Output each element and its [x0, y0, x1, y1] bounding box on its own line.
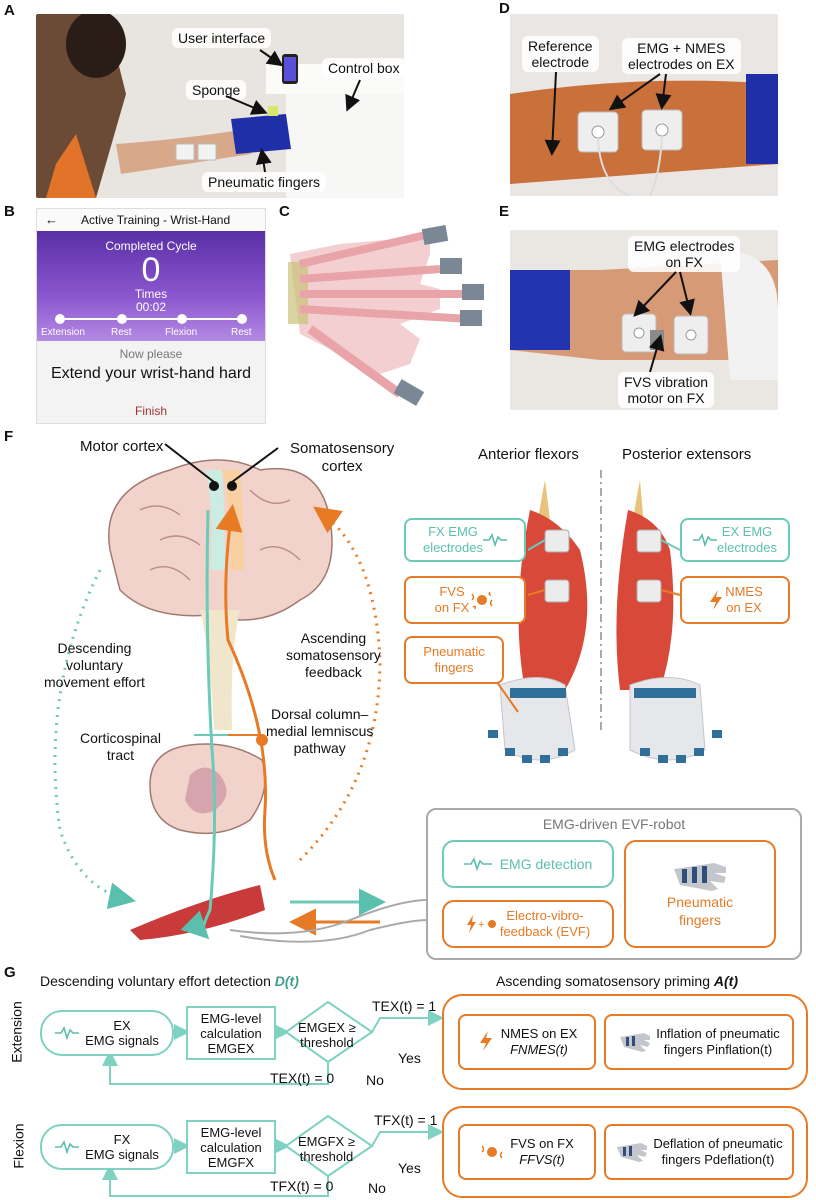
callout-control-box: Control box [322, 58, 406, 78]
panel-label-e: E [499, 203, 510, 220]
descending-detection-title: Descending voluntary effort detection D(… [40, 973, 299, 989]
ascending-feedback-label: Ascending somatosensory feedback [286, 630, 381, 680]
d-t-symbol: D(t) [274, 973, 299, 989]
panel-label-d: D [499, 0, 510, 17]
fx-no-label: No [368, 1180, 386, 1196]
t-ex-0-label: TEX(t) = 0 [270, 1070, 335, 1086]
emg-detection-box: EMG detection [442, 840, 614, 888]
step-label: Extension [41, 327, 85, 338]
step-label: Rest [231, 327, 252, 338]
callout-emg-electrodes-fx: EMG electrodes on FX [628, 236, 741, 272]
ascending-priming-title: Ascending somatosensory priming A(t) [496, 973, 738, 989]
completed-cycle-label: Completed Cycle [105, 239, 197, 253]
fx-emg-level-calc-box: EMG-level calculation EMGFX [186, 1120, 276, 1174]
fx-emg-electrodes-box: FX EMG electrodes [404, 518, 526, 562]
a-t-symbol: A(t) [713, 973, 738, 989]
panel-e-arrows [633, 271, 695, 373]
t-fx-1-label: TFX(t) = 1 [374, 1112, 438, 1128]
emg-wave-icon [463, 857, 492, 871]
svg-text:+: + [478, 919, 484, 931]
robot-title: EMG-driven EVF-robot [542, 816, 686, 832]
step-dot [55, 314, 65, 324]
callout-pneumatic-fingers: Pneumatic fingers [202, 172, 327, 192]
callout-sponge: Sponge [186, 80, 247, 100]
lightning-icon [710, 590, 723, 610]
fvs-on-fx-box: FVS on FX [404, 576, 526, 624]
panel-label-f: F [4, 428, 14, 445]
flexion-row-label: Flexion [10, 1123, 27, 1169]
emg-wave-icon [55, 1140, 80, 1154]
instruction-text: Extend your wrist-hand hard [50, 365, 252, 382]
t-ex-1-label: TEX(t) = 1 [372, 998, 437, 1014]
cycle-count: 0 [141, 251, 161, 289]
flow-connectors [102, 1000, 444, 1197]
fx-threshold-label: EMGFX ≥ threshold [298, 1134, 355, 1164]
glove-icon [617, 1143, 648, 1162]
electro-vibro-icon: + [466, 915, 496, 933]
step-dot [177, 314, 187, 324]
evf-box: + Electro-vibro- feedback (EVF) [442, 900, 614, 948]
step-track [59, 318, 243, 320]
progress-card: Completed Cycle 0 Times 00:02 Extension … [37, 231, 265, 341]
callout-emg-nmes-ex: EMG + NMES electrodes on EX [622, 38, 741, 74]
callout-reference-electrode: Reference electrode [522, 36, 599, 72]
app-title: Active Training - Wrist-Hand [81, 213, 231, 227]
panel-label-b: B [4, 203, 15, 220]
vibration-icon [481, 1145, 503, 1159]
lightning-icon [479, 1031, 492, 1051]
fx-yes-label: Yes [398, 1160, 421, 1176]
step-dot [117, 314, 127, 324]
ex-emg-electrodes-box: EX EMG electrodes [680, 518, 790, 562]
glove-icon [620, 1033, 651, 1052]
extension-row-label: Extension [8, 1001, 25, 1063]
back-arrow-icon[interactable]: ← [45, 212, 58, 227]
callout-fvs-motor-fx: FVS vibration motor on FX [618, 372, 715, 408]
emg-wave-icon [693, 533, 717, 547]
panel-label-a: A [4, 2, 15, 19]
app-header: ← Active Training - Wrist-Hand [37, 209, 265, 231]
times-label: Times [134, 287, 168, 301]
motor-cortex-label: Motor cortex [80, 438, 164, 455]
callout-user-interface: User interface [172, 28, 272, 48]
ex-threshold-label: EMGEX ≥ threshold [298, 1020, 356, 1050]
fx-emg-signals-box: FX EMG signals [40, 1124, 174, 1170]
inflation-output-box: Inflation of pneumatic fingers Pinflatio… [604, 1014, 794, 1070]
ex-emg-level-calc-box: EMG-level calculation EMGEX [186, 1006, 276, 1060]
step-dot [237, 314, 247, 324]
ex-no-label: No [366, 1072, 384, 1088]
emg-wave-icon [55, 1026, 80, 1040]
neural-pathway-diagram [53, 443, 722, 943]
glove-icon [674, 863, 726, 891]
step-label: Rest [111, 327, 132, 338]
descending-effort-label: Descending voluntary movement effort [44, 640, 145, 690]
panel-label-c: C [279, 203, 290, 220]
panel-a-arrows [225, 49, 361, 173]
corticospinal-tract-label: Corticospinal tract [80, 730, 161, 763]
deflation-output-box: Deflation of pneumatic fingers Pdeflatio… [604, 1124, 794, 1180]
anterior-flexors-label: Anterior flexors [478, 446, 579, 463]
ex-yes-label: Yes [398, 1050, 421, 1066]
pneumatic-glove-illustration [288, 225, 484, 406]
t-fx-0-label: TFX(t) = 0 [270, 1178, 334, 1194]
panel-label-g: G [4, 964, 16, 981]
panel-d-arrows [544, 71, 672, 156]
finish-button[interactable]: Finish [134, 404, 167, 418]
fvs-fx-output-box: FVS on FX FFVS(t) [458, 1124, 596, 1180]
posterior-extensors-label: Posterior extensors [622, 446, 752, 463]
emg-wave-icon [482, 533, 507, 547]
somatosensory-cortex-label: Somatosensory cortex [290, 440, 395, 475]
now-please-label: Now please [119, 347, 183, 361]
timer: 00:02 [135, 300, 167, 314]
evf-robot-box: EMG-driven EVF-robot EMG detection + Ele… [426, 808, 802, 960]
nmes-ex-output-box: NMES on EX FNMES(t) [458, 1014, 596, 1070]
ex-emg-signals-box: EX EMG signals [40, 1010, 174, 1056]
dorsal-column-label: Dorsal column– medial lemniscus pathway [266, 706, 374, 756]
nmes-on-ex-box: NMES on EX [680, 576, 790, 624]
vibration-icon [471, 591, 493, 610]
robot-pneumatic-fingers-box: Pneumatic fingers [624, 840, 776, 948]
pneumatic-fingers-anterior-box: Pneumatic fingers [404, 636, 504, 684]
app-screen: ← Active Training - Wrist-Hand Completed… [36, 208, 266, 424]
step-label: Flexion [165, 327, 198, 338]
